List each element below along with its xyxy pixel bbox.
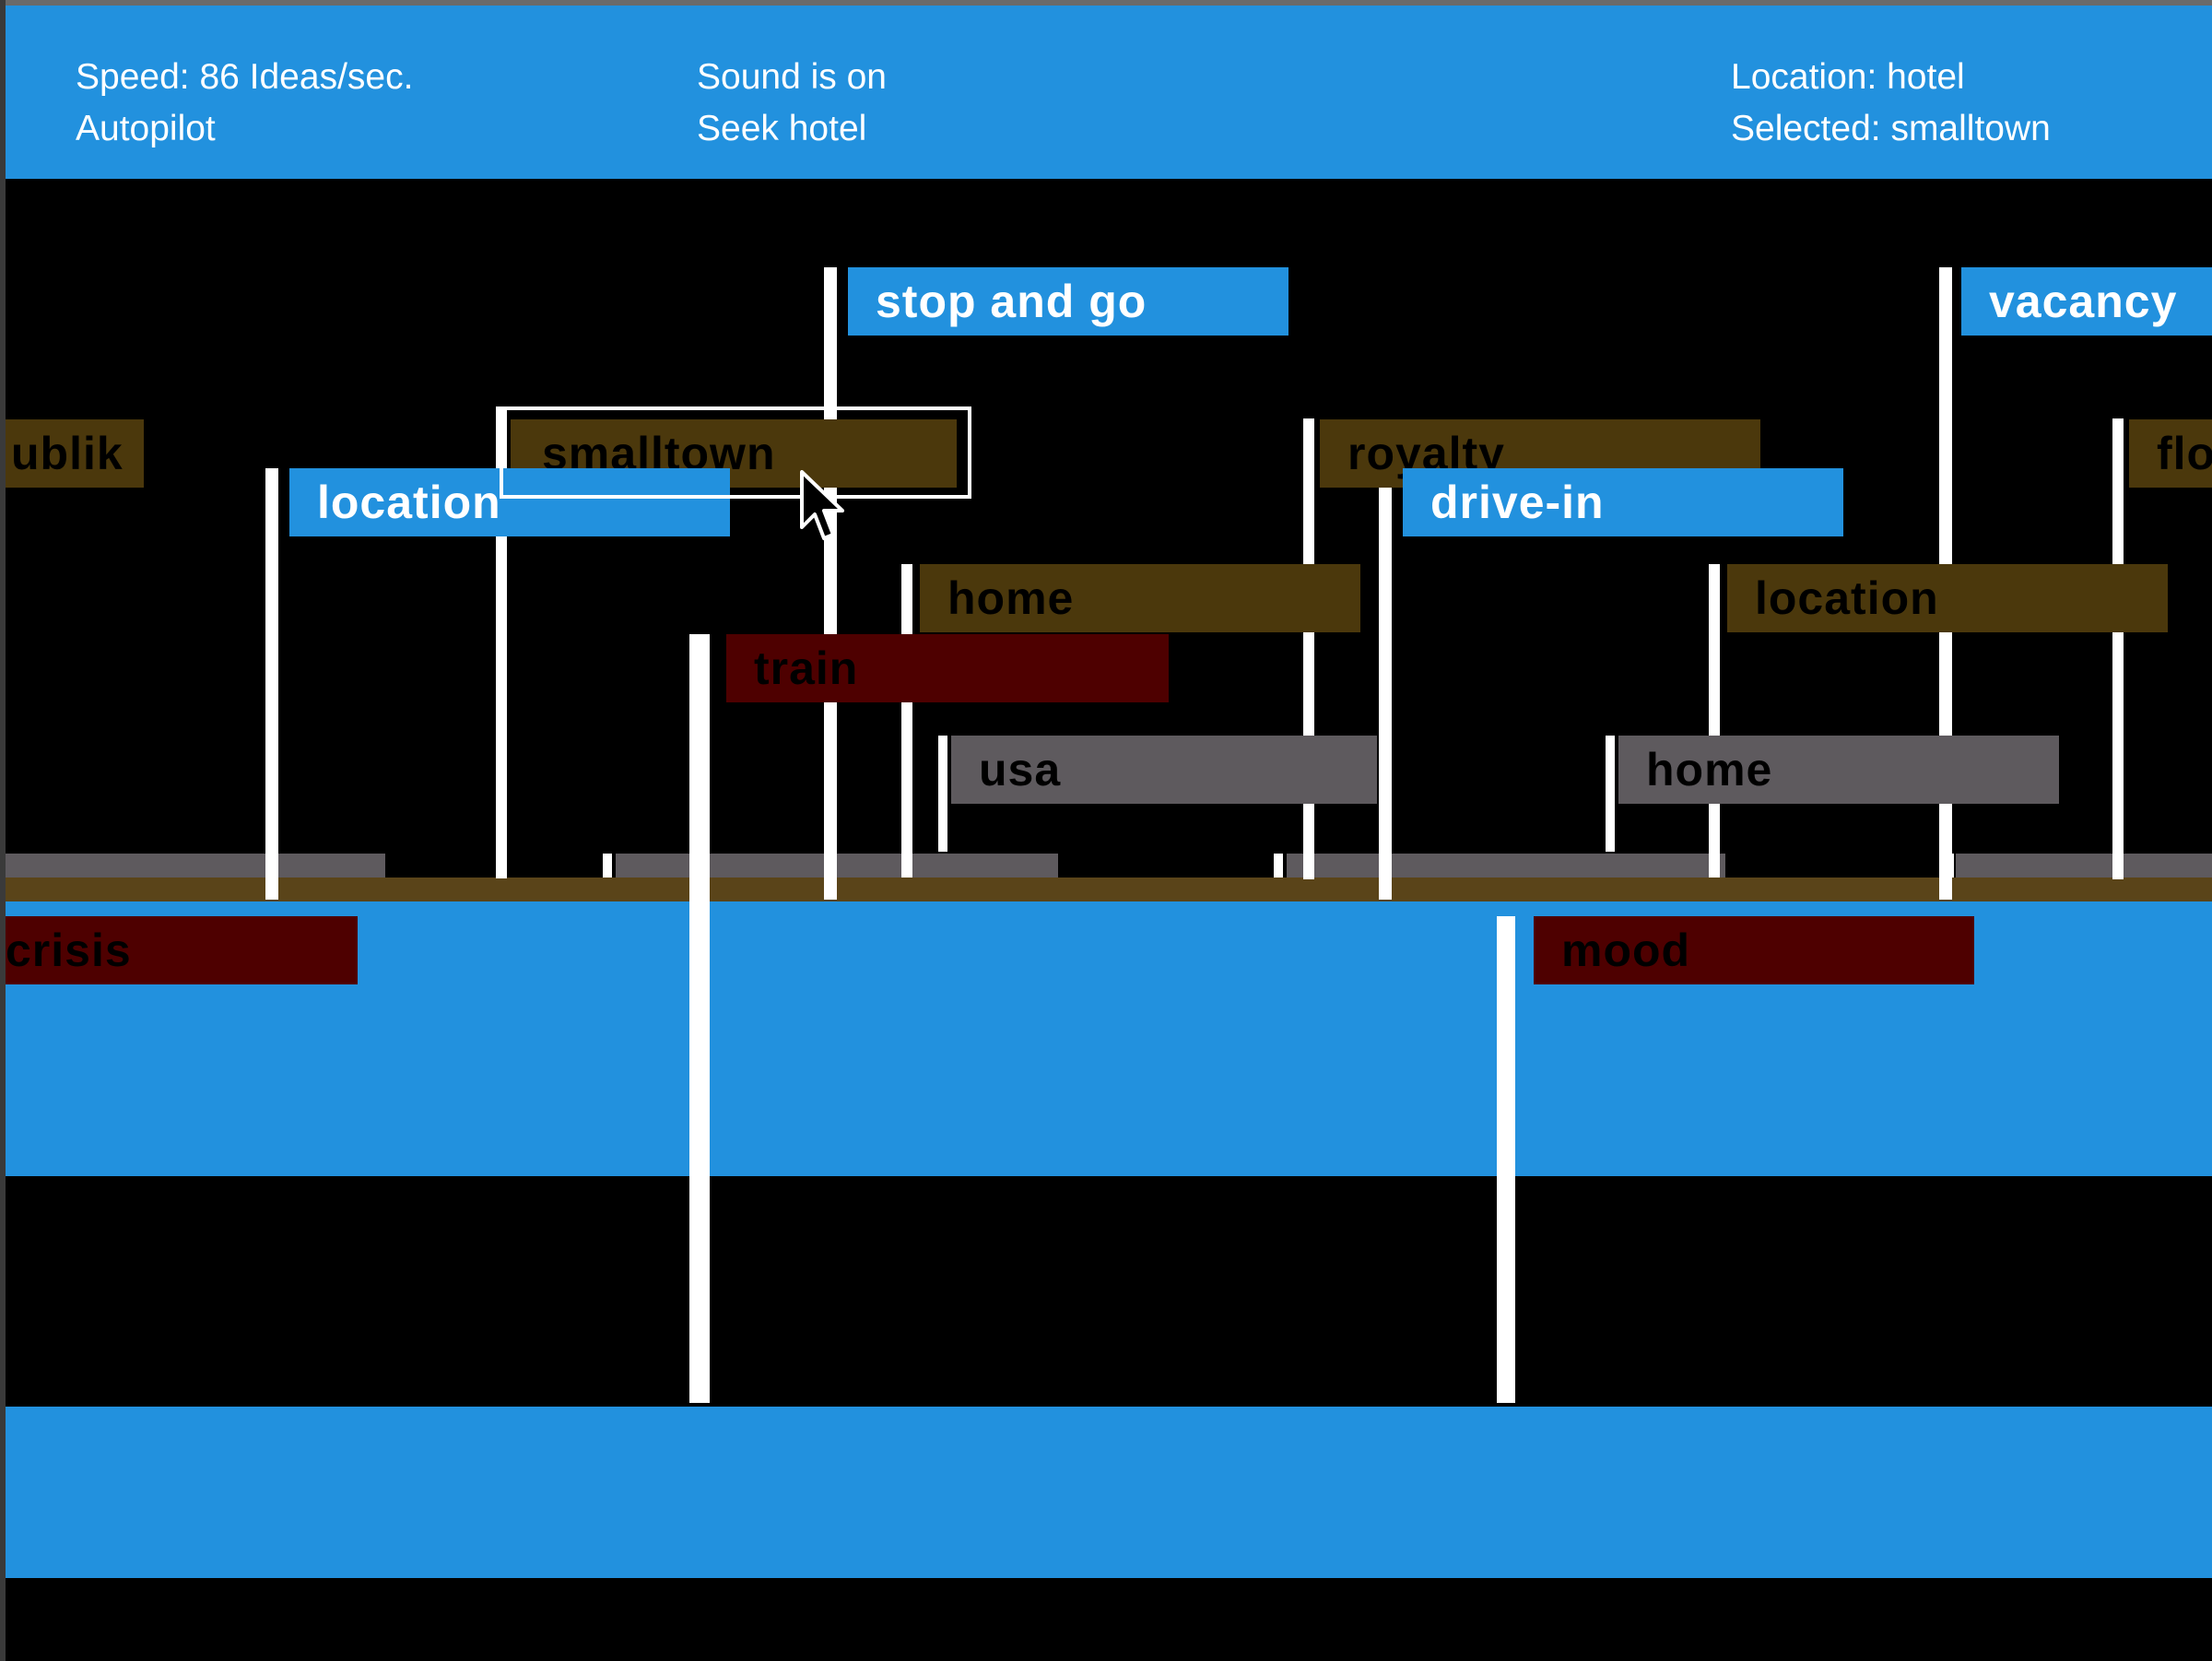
idea-tag-crisis[interactable]: crisis xyxy=(6,916,358,984)
idea-tag-usa[interactable]: usa xyxy=(951,736,1377,804)
sign-pole xyxy=(1497,916,1515,1403)
speed-readout: Speed: 86 Ideas/sec. xyxy=(76,57,414,97)
seek-target: Seek hotel xyxy=(697,109,867,148)
window-frame-left xyxy=(0,0,6,1661)
idea-tag-location-right[interactable]: location xyxy=(1727,564,2168,632)
selection-box xyxy=(500,406,971,499)
idea-tag-home-right[interactable]: home xyxy=(1618,736,2059,804)
ground-band-lower xyxy=(6,1407,2212,1578)
location-readout: Location: hotel xyxy=(1731,57,1965,97)
idea-tag-home[interactable]: home xyxy=(920,564,1360,632)
sign-pole xyxy=(1709,564,1720,878)
distant-sign[interactable] xyxy=(6,854,385,878)
distant-sign[interactable] xyxy=(1956,854,2212,878)
sign-pole xyxy=(1274,854,1283,878)
arrow-cursor-icon xyxy=(800,470,844,540)
idea-tag-stop-and-go[interactable]: stop and go xyxy=(848,267,1288,336)
mode-readout: Autopilot xyxy=(76,109,216,148)
sign-pole xyxy=(1379,468,1392,900)
idea-tag-flo[interactable]: flo xyxy=(2129,419,2212,488)
sound-status: Sound is on xyxy=(697,57,887,97)
distant-sign[interactable] xyxy=(616,854,1058,878)
idea-tag-drive-in[interactable]: drive-in xyxy=(1403,468,1843,536)
sign-pole xyxy=(689,634,710,1403)
idea-tag-publik[interactable]: ublik xyxy=(6,419,144,488)
sign-pole xyxy=(2112,418,2124,879)
idea-tag-train[interactable]: train xyxy=(726,634,1169,702)
sign-pole xyxy=(603,854,612,878)
status-header: Speed: 86 Ideas/sec. Autopilot Sound is … xyxy=(6,6,2212,179)
idea-tag-location[interactable]: location xyxy=(289,468,730,536)
selected-readout: Selected: smalltown xyxy=(1731,109,2051,148)
sign-pole xyxy=(824,267,837,900)
sign-pole xyxy=(1303,418,1314,879)
idea-tag-vacancy[interactable]: vacancy xyxy=(1961,267,2212,336)
window-frame-top xyxy=(0,0,2212,6)
sign-pole xyxy=(938,736,947,852)
distant-sign[interactable] xyxy=(1287,854,1725,878)
sign-pole xyxy=(1606,736,1615,852)
idea-tag-mood[interactable]: mood xyxy=(1534,916,1974,984)
sign-pole xyxy=(901,564,912,878)
sign-pole xyxy=(265,468,278,900)
road-strip xyxy=(6,878,2212,901)
